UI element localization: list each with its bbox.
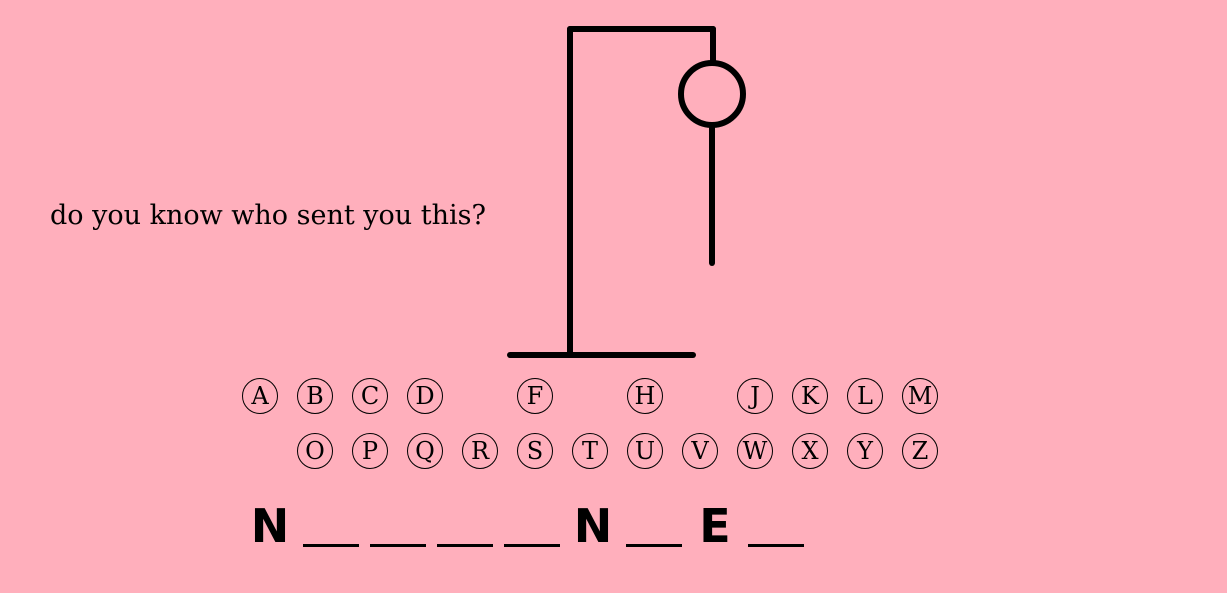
letter-key-k[interactable]: K: [792, 378, 828, 414]
revealed-letter: N: [250, 499, 290, 553]
blank-letter-slot: [437, 497, 493, 549]
blank-letter-slot: [748, 497, 804, 549]
letter-key-s[interactable]: S: [517, 433, 553, 469]
letter-key-z[interactable]: Z: [902, 433, 938, 469]
letter-key-b[interactable]: B: [297, 378, 333, 414]
letter-key-c[interactable]: C: [352, 378, 388, 414]
blank-letter-slot: [626, 497, 682, 549]
letter-key-y[interactable]: Y: [847, 433, 883, 469]
hangman-drawing: [507, 26, 746, 358]
blank-letter-slot: [504, 497, 560, 549]
letter-key-u[interactable]: U: [627, 433, 663, 469]
prompt-text: do you know who sent you this?: [50, 200, 486, 231]
letter-key-d[interactable]: D: [407, 378, 443, 414]
letter-key-m[interactable]: M: [902, 378, 938, 414]
revealed-letter: E: [699, 499, 731, 553]
letter-key-x[interactable]: X: [792, 433, 828, 469]
letter-key-a[interactable]: A: [242, 378, 278, 414]
letter-key-f[interactable]: F: [517, 378, 553, 414]
revealed-letter: N: [573, 499, 613, 553]
letter-key-p[interactable]: P: [352, 433, 388, 469]
letter-key-t[interactable]: T: [572, 433, 608, 469]
hangman-head: [678, 60, 746, 128]
letter-key-j[interactable]: J: [737, 378, 773, 414]
letter-key-l[interactable]: L: [847, 378, 883, 414]
blank-letter-slot: [303, 497, 359, 549]
letter-key-r[interactable]: R: [462, 433, 498, 469]
blank-letter-slot: [370, 497, 426, 549]
letter-key-v[interactable]: V: [682, 433, 718, 469]
letter-key-q[interactable]: Q: [407, 433, 443, 469]
letter-key-h[interactable]: H: [627, 378, 663, 414]
letter-key-w[interactable]: W: [737, 433, 773, 469]
letter-key-o[interactable]: O: [297, 433, 333, 469]
